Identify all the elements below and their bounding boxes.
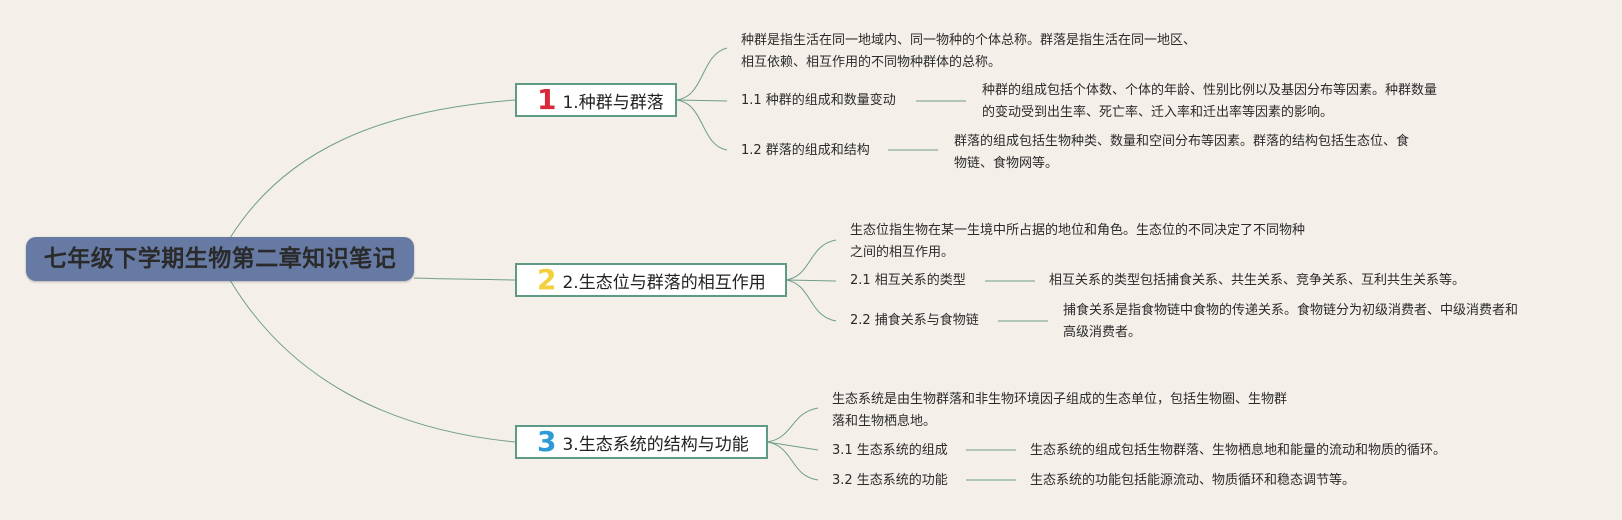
- subtopic-2-2[interactable]: 2.2 捕食关系与食物链: [850, 313, 979, 328]
- subtopic-1-1-detail[interactable]: 种群的组成包括个体数、个体的年龄、性别比例以及基因分布等因素。种群数量 的变动受…: [982, 83, 1438, 120]
- number-3-icon: 3: [537, 425, 557, 458]
- branch-topic-2[interactable]: 2 2.生态位与群落的相互作用: [515, 263, 787, 297]
- number-2-icon: 2: [537, 263, 557, 296]
- subtopic-1-2-detail[interactable]: 群落的组成包括生物种类、数量和空间分布等因素。群落的结构包括生态位、食 物链、食…: [954, 134, 1410, 171]
- subtopic-3-2[interactable]: 3.2 生态系统的功能: [832, 473, 948, 488]
- subtopic-2-1[interactable]: 2.1 相互关系的类型: [850, 273, 966, 288]
- subtopic-1-1[interactable]: 1.1 种群的组成和数量变动: [741, 93, 896, 108]
- subtopic-3-1[interactable]: 3.1 生态系统的组成: [832, 443, 948, 458]
- b1-to-sub2: [675, 99, 728, 151]
- root-to-branch-3: [229, 279, 516, 443]
- b2-to-sub2: [785, 279, 837, 322]
- branch-topic-3[interactable]: 3 3.生态系统的结构与功能: [515, 425, 768, 459]
- b2-to-intro: [785, 239, 837, 281]
- b1-to-intro: [675, 47, 728, 101]
- subtopic-1-2[interactable]: 1.2 群落的组成和结构: [741, 143, 870, 158]
- branch-label: 3.生态系统的结构与功能: [562, 434, 749, 455]
- branch-label: 1.种群与群落: [562, 92, 664, 113]
- subtopic-2-1-detail[interactable]: 相互关系的类型包括捕食关系、共生关系、竞争关系、互利共生关系等。: [1049, 273, 1466, 288]
- root-to-branch-1: [229, 99, 516, 239]
- b1-to-sub1: [675, 99, 728, 102]
- branch-2-intro[interactable]: 生态位指生物在某一生境中所占据的地位和角色。生态位的不同决定了不同物种 之间的相…: [850, 223, 1306, 260]
- root-to-branch-2: [413, 277, 516, 281]
- b3-to-sub1: [766, 441, 819, 451]
- branch-topic-1[interactable]: 1 1.种群与群落: [515, 83, 677, 117]
- subtopic-2-2-detail[interactable]: 捕食关系是指食物链中食物的传递关系。食物链分为初级消费者、中级消费者和 高级消费…: [1063, 303, 1519, 340]
- b3-to-intro: [766, 407, 819, 443]
- branch-label: 2.生态位与群落的相互作用: [562, 272, 766, 293]
- b3-to-sub2: [766, 441, 819, 481]
- subtopic-3-1-detail[interactable]: 生态系统的组成包括生物群落、生物栖息地和能量的流动和物质的循环。: [1030, 443, 1447, 458]
- root-topic[interactable]: 七年级下学期生物第二章知识笔记: [26, 237, 414, 281]
- b2-to-sub1: [785, 279, 837, 282]
- subtopic-3-2-detail[interactable]: 生态系统的功能包括能源流动、物质循环和稳态调节等。: [1030, 473, 1356, 488]
- branch-3-intro[interactable]: 生态系统是由生物群落和非生物环境因子组成的生态单位，包括生物圈、生物群 落和生物…: [832, 392, 1288, 429]
- number-1-icon: 1: [537, 83, 557, 116]
- branch-1-intro[interactable]: 种群是指生活在同一地域内、同一物种的个体总称。群落是指生活在同一地区、 相互依赖…: [741, 33, 1197, 70]
